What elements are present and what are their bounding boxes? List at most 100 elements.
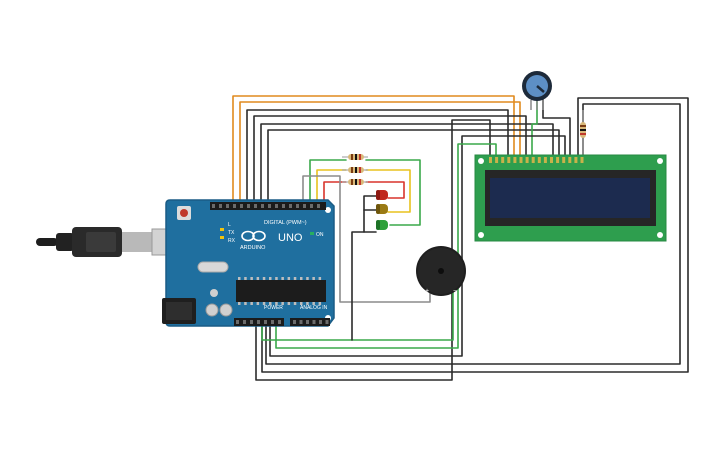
potentiometer-indicator <box>536 85 545 93</box>
led-red[interactable] <box>376 190 388 200</box>
resistor[interactable] <box>342 167 368 173</box>
lcd-pin <box>556 157 560 163</box>
lcd-16x2-display[interactable] <box>474 154 667 242</box>
analog-pin-hole <box>293 320 296 324</box>
wire-led-ground[interactable] <box>363 195 377 233</box>
wire-black-4[interactable] <box>267 129 560 206</box>
usb-plug-metal <box>122 232 152 252</box>
wire-black-3[interactable] <box>260 123 554 206</box>
wire-green-rail-1[interactable] <box>275 143 497 349</box>
wire-black-1[interactable] <box>246 109 509 206</box>
chip-leg <box>312 277 315 280</box>
digital-pin-hole <box>247 204 250 208</box>
resistor[interactable] <box>342 179 368 185</box>
led-yellow[interactable] <box>376 204 388 214</box>
lcd-pin <box>543 157 547 163</box>
tx-label: TX <box>228 230 235 236</box>
wire-pot-black[interactable] <box>542 99 571 157</box>
mount-hole <box>325 207 331 213</box>
chip-leg <box>269 302 272 305</box>
digital-pin-hole <box>233 204 236 208</box>
digital-pin-hole <box>219 204 222 208</box>
buzzer-minus-label: − <box>453 288 457 295</box>
potentiometer[interactable] <box>522 71 552 110</box>
arduino-uno-board[interactable]: DIGITAL (PWM~) TX RX L ON ARDUINO UNO PO… <box>162 199 335 327</box>
analog-pin-hole <box>299 320 303 324</box>
chip-leg <box>238 302 241 305</box>
chip-leg <box>256 302 260 305</box>
chip-leg <box>318 277 322 280</box>
digital-pin-hole <box>296 204 299 208</box>
wire-lcd-gnd-loop[interactable] <box>269 135 566 357</box>
chip-leg <box>306 302 309 305</box>
chip-leg <box>293 302 297 305</box>
digital-pin-holes <box>212 204 320 208</box>
analog-pin-hole <box>312 320 316 324</box>
analog-pin-hole <box>306 320 309 324</box>
power-pin-hole <box>257 320 260 324</box>
resistor-lcd[interactable] <box>580 110 586 158</box>
digital-pin-hole <box>268 204 271 208</box>
usb-strain-relief <box>56 233 74 251</box>
wire-pot-green[interactable] <box>531 99 538 157</box>
buzzer-hole <box>438 268 444 274</box>
reset-button-cap[interactable] <box>180 209 188 217</box>
wire-green-rail-2[interactable] <box>261 289 454 341</box>
power-pin-hole <box>271 320 274 324</box>
wire-lcd-backlight[interactable] <box>261 97 689 373</box>
chip-leg <box>250 277 253 280</box>
digital-pin-hole <box>212 204 215 208</box>
piezo-buzzer[interactable]: + − <box>416 246 466 296</box>
lcd-pin <box>489 157 492 163</box>
capacitor <box>205 303 219 317</box>
wire-yellow-led-2[interactable] <box>365 169 411 213</box>
digital-pin-hole <box>303 204 306 208</box>
wire-red-led[interactable] <box>323 181 347 206</box>
resistor[interactable] <box>342 154 368 160</box>
digital-pin-hole <box>275 204 278 208</box>
lcd-pin <box>574 157 578 163</box>
wire-orange-2[interactable] <box>239 101 521 206</box>
lcd-pin <box>568 157 572 163</box>
power-pin-hole <box>236 320 239 324</box>
lcd-pin <box>495 157 499 163</box>
chip-leg <box>287 277 291 280</box>
digital-pin-hole <box>282 204 285 208</box>
chip-leg <box>293 277 297 280</box>
model-label: UNO <box>278 232 303 244</box>
chip-leg <box>312 302 315 305</box>
wire-yellow-led[interactable] <box>316 169 347 206</box>
chip-leg <box>256 277 260 280</box>
mount-hole <box>478 232 484 238</box>
lcd-pins <box>489 157 584 163</box>
mount-hole <box>657 232 663 238</box>
chip-leg <box>300 277 303 280</box>
power-pin-hole <box>278 320 281 324</box>
lcd-pin <box>562 157 566 163</box>
lcd-pin <box>501 157 505 163</box>
lcd-pin <box>550 157 553 163</box>
digital-label: DIGITAL (PWM~) <box>264 220 307 226</box>
power-pin-hole <box>250 320 253 324</box>
wire-red-led-2[interactable] <box>365 181 405 199</box>
chip-leg <box>262 277 266 280</box>
chip-leg <box>287 302 291 305</box>
chip-leg <box>300 302 303 305</box>
lcd-pin <box>507 157 511 163</box>
status-led <box>310 232 314 235</box>
wire-orange-1[interactable] <box>232 95 515 206</box>
digital-pin-hole <box>240 204 243 208</box>
capacitor <box>219 303 233 317</box>
bottom-pin-holes <box>236 320 329 324</box>
status-led <box>220 228 224 231</box>
digital-pin-hole <box>310 204 313 208</box>
wire-gray-buzzer[interactable] <box>302 175 431 303</box>
chip-leg <box>244 302 247 305</box>
chip-legs <box>238 277 322 305</box>
wire-green-led[interactable] <box>309 159 347 206</box>
led-green[interactable] <box>376 220 388 230</box>
wire-led-ground-3[interactable] <box>351 231 365 341</box>
wire-green-led-2[interactable] <box>365 159 421 226</box>
